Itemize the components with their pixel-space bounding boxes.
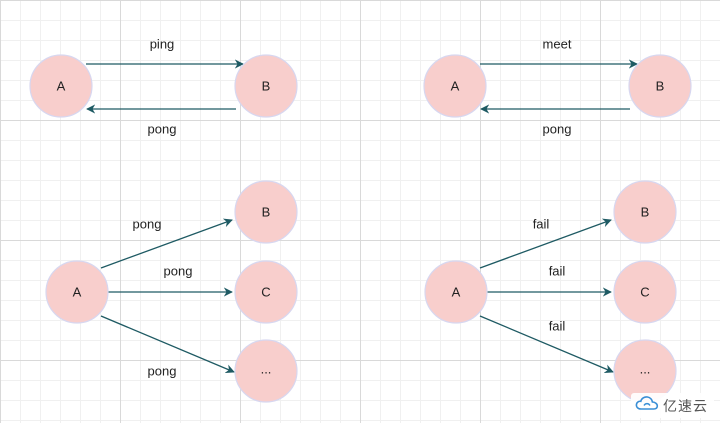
node-b-label: B (641, 204, 650, 219)
diagram-meet-pong: A B meet pong (423, 36, 692, 136)
node-a-label: A (452, 284, 461, 299)
edge-a-to-b (479, 218, 612, 269)
node-b (234, 180, 298, 244)
node-c (234, 260, 298, 324)
node-c-label: C (640, 284, 649, 299)
edge-label-fail-b: fail (533, 216, 550, 231)
node-more-label: ... (640, 361, 651, 376)
node-b-label: B (262, 78, 271, 93)
node-c (613, 260, 677, 324)
node-a-label: A (57, 78, 66, 93)
node-b-label: B (262, 204, 271, 219)
watermark: 亿速云 (631, 393, 714, 418)
watermark-text: 亿速云 (663, 398, 708, 415)
edge-a-to-more (100, 315, 235, 374)
cloud-icon (635, 395, 659, 416)
edge-label-ping: ping (150, 36, 175, 51)
edge-label-pong-b: pong (133, 216, 162, 231)
edge-label-pong: pong (543, 121, 572, 136)
edge-label-meet: meet (543, 36, 572, 51)
node-b-label: B (656, 78, 665, 93)
node-a-label: A (73, 284, 82, 299)
node-more-label: ... (261, 361, 272, 376)
diagram-pong-broadcast: A B C ... pong pong pong (45, 180, 298, 403)
edge-a-to-more (479, 315, 614, 374)
node-a (29, 54, 93, 118)
edge-label-pong: pong (148, 121, 177, 136)
diagram-fail-broadcast: A B C ... fail fail fail (424, 180, 677, 403)
edge-a-to-b (100, 218, 233, 269)
node-b (234, 54, 298, 118)
node-a-label: A (451, 78, 460, 93)
edge-label-fail-c: fail (549, 263, 566, 278)
node-a (424, 260, 488, 324)
node-c-label: C (261, 284, 270, 299)
node-a (423, 54, 487, 118)
node-a (45, 260, 109, 324)
diagram-ping-pong: A B ping pong (29, 36, 298, 136)
node-more (234, 339, 298, 403)
node-b (613, 180, 677, 244)
edge-label-pong-c: pong (164, 263, 193, 278)
edge-label-pong-more: pong (148, 363, 177, 378)
node-b (628, 54, 692, 118)
edge-label-fail-more: fail (549, 318, 566, 333)
